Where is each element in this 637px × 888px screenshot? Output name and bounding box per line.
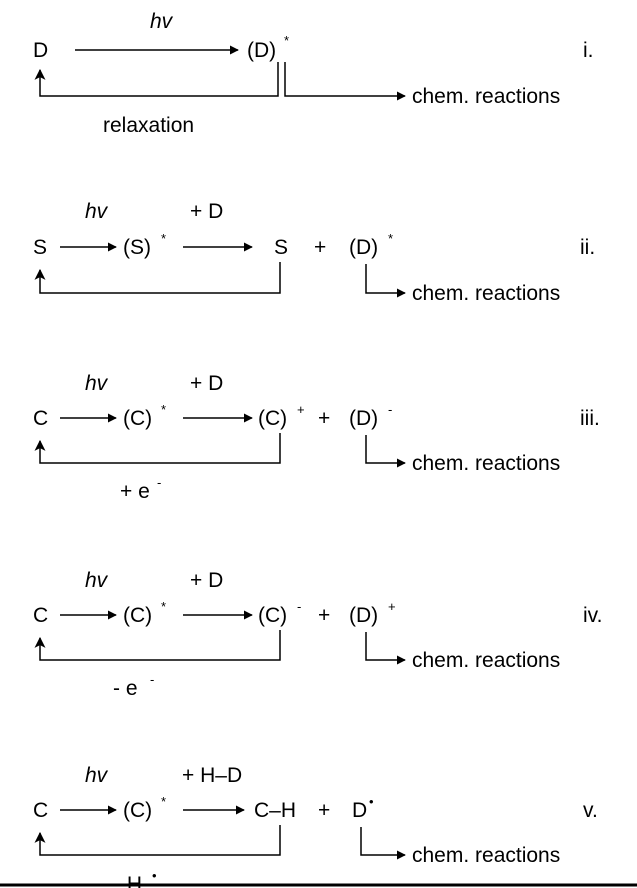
reagent-label: + H–D [182, 764, 242, 787]
roman-numeral-ii: ii. [580, 236, 595, 259]
hv-label: hv [85, 200, 109, 223]
scheme-iii: hv + D C (C) * (C) + + (D) - chem. react… [33, 372, 600, 503]
excited-star: * [161, 794, 166, 809]
excited-star: * [284, 33, 289, 48]
product-species: S [274, 236, 288, 259]
product-species: C–H [254, 799, 296, 822]
hv-label: hv [85, 569, 109, 592]
electron-gain-superscript: - [157, 475, 161, 490]
chem-reactions-branch-arrow [360, 827, 406, 860]
relaxation-return-arrow [34, 62, 279, 97]
partner-species: (D) [349, 236, 378, 259]
excited-star: * [161, 599, 166, 614]
chem-reactions-branch-arrow [365, 264, 406, 298]
partner-superscript: + [388, 599, 396, 614]
excited-species: (S) [123, 236, 151, 259]
roman-numeral-iv: iv. [583, 604, 602, 627]
hv-label: hv [85, 764, 109, 787]
roman-numeral-v: v. [583, 799, 598, 822]
chem-reactions-label: chem. reactions [412, 85, 560, 108]
scheme-v: hv + H–D C (C) * C–H + D • chem. reactio… [33, 764, 598, 888]
chem-reactions-label: chem. reactions [412, 282, 560, 305]
partner-superscript: * [388, 231, 393, 246]
partner-species: D [352, 799, 367, 822]
product-species: (C) [258, 407, 287, 430]
chem-reactions-label: chem. reactions [412, 452, 560, 475]
start-species: C [33, 604, 48, 627]
start-species: C [33, 407, 48, 430]
excited-star: * [161, 402, 166, 417]
reagent-label: + D [190, 372, 223, 395]
electron-loss-superscript: - [150, 672, 154, 687]
relaxation-label: relaxation [103, 114, 194, 137]
chem-reactions-branch-arrow [365, 632, 406, 665]
product-species: (C) [258, 604, 287, 627]
excited-star: * [161, 231, 166, 246]
reagent-label: + D [190, 200, 223, 223]
chem-reactions-branch-arrow [365, 435, 406, 468]
partner-species: (D) [349, 604, 378, 627]
hydrogen-loss-superscript: • [152, 868, 157, 883]
hydrogen-return-arrow [34, 825, 281, 856]
electron-return-arrow [34, 630, 281, 661]
plus-sign: + [318, 604, 330, 627]
scheme-ii: hv + D S (S) * S + (D) * chem. reactions… [33, 200, 595, 305]
excited-state-d: (D) [247, 39, 276, 62]
plus-sign: + [314, 236, 326, 259]
partner-superscript: - [388, 402, 392, 417]
scheme-i: hv D (D) * chem. reactions relaxation i. [33, 10, 594, 137]
chem-reactions-label: chem. reactions [412, 844, 560, 867]
chem-reactions-label: chem. reactions [412, 649, 560, 672]
roman-numeral-iii: iii. [580, 407, 600, 430]
excited-species: (C) [123, 407, 152, 430]
ground-state-d: D [33, 39, 48, 62]
hv-label: hv [150, 10, 174, 33]
product-superscript: + [297, 402, 305, 417]
electron-loss-label: - e [113, 677, 138, 700]
excited-species: (C) [123, 604, 152, 627]
reagent-label: + D [190, 569, 223, 592]
regeneration-return-arrow [34, 262, 281, 294]
electron-return-arrow [34, 433, 281, 464]
excited-species: (C) [123, 799, 152, 822]
plus-sign: + [318, 407, 330, 430]
electron-gain-label: + e [120, 480, 150, 503]
start-species: S [33, 236, 47, 259]
product-superscript: - [297, 599, 301, 614]
partner-species: (D) [349, 407, 378, 430]
scheme-iv: hv + D C (C) * (C) - + (D) + chem. react… [33, 569, 602, 700]
plus-sign: + [318, 799, 330, 822]
hv-label: hv [85, 372, 109, 395]
chem-reactions-branch-arrow [284, 62, 406, 101]
partner-superscript: • [369, 794, 374, 809]
start-species: C [33, 799, 48, 822]
roman-numeral-i: i. [583, 39, 594, 62]
